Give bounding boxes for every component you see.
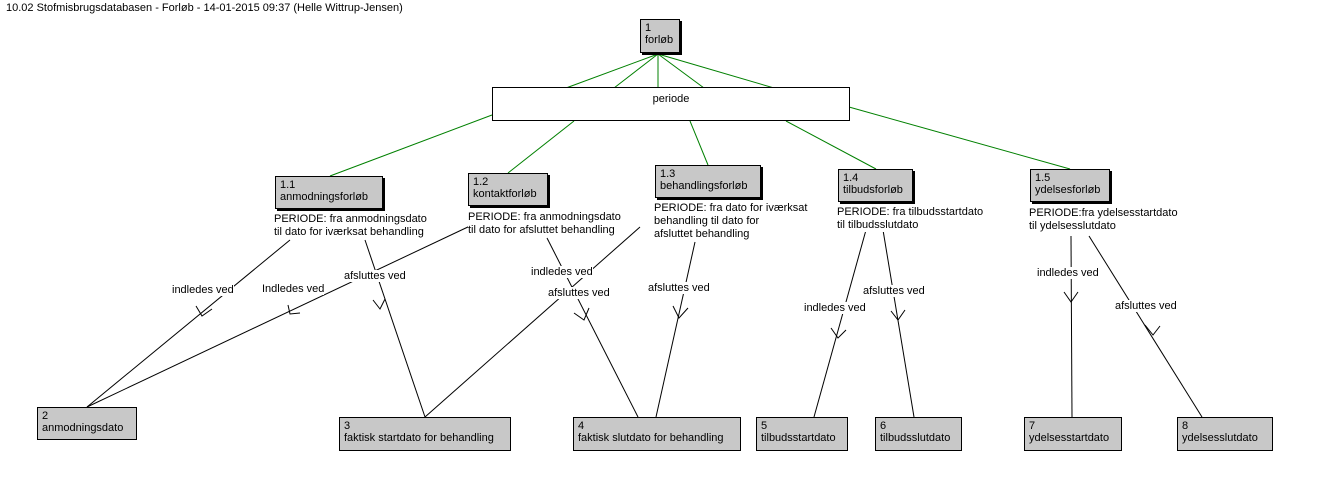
note-line: PERIODE: fra anmodningsdato (468, 211, 621, 223)
entity-name: ydelsesslutdato (1182, 432, 1258, 444)
entity-4[interactable]: 4 faktisk slutdato for behandling (573, 417, 741, 451)
entity-number: 7 (1029, 420, 1036, 432)
entity-number: 4 (578, 420, 585, 432)
relation-label: afsluttes ved (863, 285, 925, 297)
relation-label: afsluttes ved (1115, 300, 1177, 312)
relation-label: afsluttes ved (344, 270, 406, 282)
entity-number: 1 (645, 22, 652, 34)
entity-1-2-note: PERIODE: fra anmodningsdato til dato for… (468, 211, 621, 237)
entity-5[interactable]: 5 tilbudsstartdato (756, 417, 848, 451)
entity-name: ydelsesforløb (1035, 184, 1101, 196)
relation-label: indledes ved (1037, 267, 1099, 279)
entity-2[interactable]: 2 anmodningsdato (37, 407, 137, 440)
entity-1-1[interactable]: 1.1 anmodningsforløb (275, 176, 383, 209)
entity-number: 1.3 (660, 168, 676, 180)
entity-1-4[interactable]: 1.4 tilbudsforløb (838, 169, 913, 202)
relation-label: Indledes ved (262, 283, 325, 295)
entity-number: 1.4 (843, 172, 859, 184)
entity-number: 3 (344, 420, 351, 432)
entity-3[interactable]: 3 faktisk startdato for behandling (339, 417, 511, 451)
entity-number: 8 (1182, 420, 1189, 432)
entity-name: ydelsesstartdato (1029, 432, 1110, 444)
entity-name: anmodningsforløb (280, 191, 369, 203)
entity-1-4-note: PERIODE: fra tilbudsstartdato til tilbud… (837, 206, 984, 232)
entity-1-3[interactable]: 1.3 behandlingsforløb (655, 165, 761, 198)
entity-name: behandlingsforløb (660, 180, 748, 192)
entity-7[interactable]: 7 ydelsesstartdato (1024, 417, 1122, 451)
period-label: periode (652, 93, 690, 105)
relation-label: indledes ved (531, 266, 593, 278)
entity-name: tilbudsslutdato (880, 432, 951, 444)
entity-name: faktisk slutdato for behandling (578, 432, 724, 444)
entity-number: 1.2 (473, 176, 489, 188)
note-line: behandling til dato for (654, 215, 760, 227)
entity-name: faktisk startdato for behandling (344, 432, 494, 444)
entity-number: 1.1 (280, 179, 296, 191)
entity-name: kontaktforløb (473, 188, 537, 200)
note-line: PERIODE: fra tilbudsstartdato (837, 206, 984, 218)
relation-arrows (195, 291, 1161, 339)
entity-1-3-note: PERIODE: fra dato for iværksat behandlin… (654, 202, 808, 241)
note-line: til dato for afsluttet behandling (468, 224, 615, 236)
relation-label: afsluttes ved (548, 287, 610, 299)
period-group-bar[interactable]: periode (492, 87, 850, 121)
entity-number: 2 (42, 410, 49, 422)
note-line: til ydelsesslutdato (1029, 220, 1116, 232)
relation-label: afsluttes ved (648, 282, 710, 294)
note-line: til dato for iværksat behandling (274, 226, 424, 238)
relation-lines (86, 225, 1203, 418)
entity-8[interactable]: 8 ydelsesslutdato (1177, 417, 1273, 451)
entity-name: anmodningsdato (42, 422, 124, 434)
entity-1-2[interactable]: 1.2 kontaktforløb (468, 173, 548, 206)
entity-name: tilbudsstartdato (761, 432, 836, 444)
entity-number: 1.5 (1035, 172, 1051, 184)
entity-root[interactable]: 1 forløb (640, 19, 680, 53)
entity-number: 5 (761, 420, 768, 432)
note-line: til tilbudsslutdato (837, 219, 919, 231)
note-line: PERIODE:fra ydelsesstartdato (1029, 207, 1178, 219)
entity-1-5[interactable]: 1.5 ydelsesforløb (1030, 169, 1110, 202)
note-line: PERIODE: fra dato for iværksat (654, 202, 808, 214)
entity-1-1-note: PERIODE: fra anmodningsdato til dato for… (274, 213, 427, 239)
note-line: PERIODE: fra anmodningsdato (274, 213, 427, 225)
relation-label: indledes ved (172, 284, 234, 296)
relation-label: indledes ved (804, 302, 866, 314)
entity-name: tilbudsforløb (843, 184, 903, 196)
entity-name: forløb (645, 34, 674, 46)
entity-1-5-note: PERIODE:fra ydelsesstartdato til ydelses… (1029, 207, 1178, 233)
entity-number: 6 (880, 420, 887, 432)
note-line: afsluttet behandling (654, 228, 750, 240)
entity-6[interactable]: 6 tilbudsslutdato (875, 417, 962, 451)
diagram-title: 10.02 Stofmisbrugsdatabasen - Forløb - 1… (6, 2, 403, 14)
period-links (329, 53, 1071, 177)
